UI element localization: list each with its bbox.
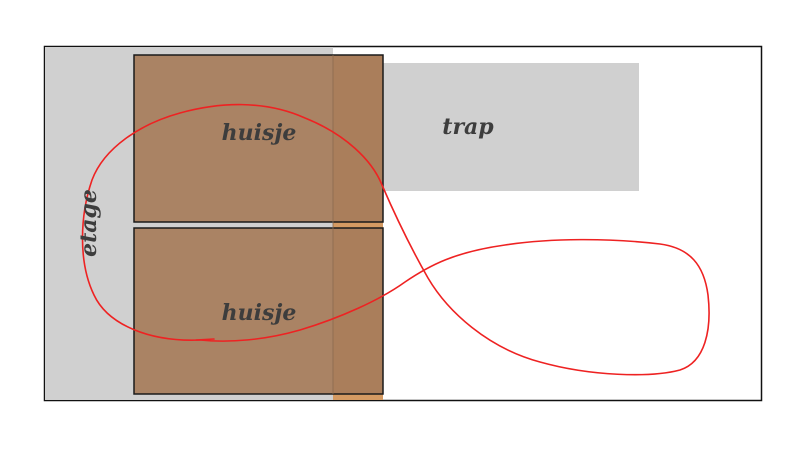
red-loop-tick xyxy=(195,338,215,341)
label-trap: trap xyxy=(442,114,494,140)
label-huisje-bottom: huisje xyxy=(222,300,297,326)
label-etage: etage xyxy=(76,189,102,257)
trap-area xyxy=(333,63,639,191)
red-loop-path xyxy=(81,103,710,376)
huisje-bottom-box xyxy=(133,227,384,395)
label-huisje-top: huisje xyxy=(222,120,297,146)
